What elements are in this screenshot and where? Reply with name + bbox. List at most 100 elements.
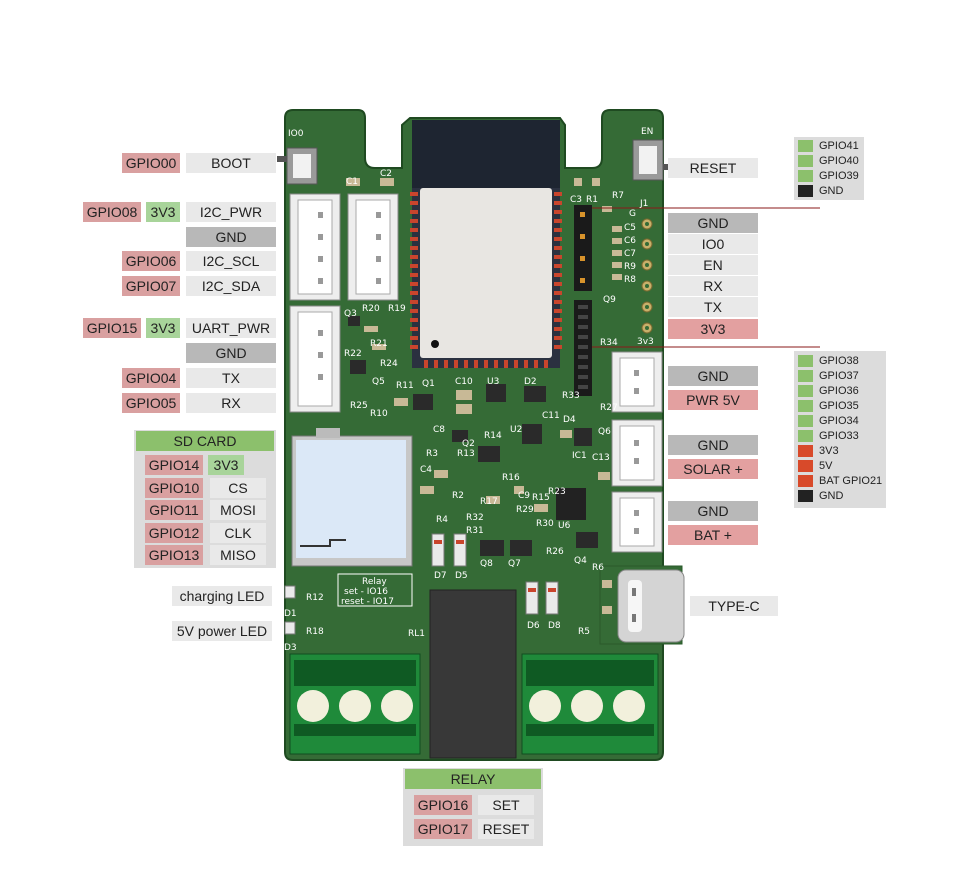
legend-text: 5V bbox=[819, 460, 833, 472]
legend-swatch bbox=[798, 490, 813, 502]
silk-j1: J1 bbox=[639, 199, 648, 209]
legend-text: 3V3 bbox=[819, 445, 839, 457]
silk-d6: D6 bbox=[527, 621, 540, 631]
silk-r19: R19 bbox=[388, 304, 406, 314]
legend-text: GPIO36 bbox=[819, 385, 859, 397]
silk-q5: Q5 bbox=[372, 377, 385, 387]
legend-text: GPIO41 bbox=[819, 140, 859, 152]
legend-text: GPIO33 bbox=[819, 430, 859, 442]
sd-row-gpio: GPIO10 bbox=[145, 478, 203, 498]
i2c-pwr-func-label: I2C_PWR bbox=[186, 202, 276, 222]
silk-r6: R6 bbox=[592, 563, 604, 573]
silk-c2: C2 bbox=[380, 169, 392, 179]
sd-card-title: SD CARD bbox=[136, 431, 274, 451]
power-led-label: 5V power LED bbox=[172, 621, 272, 641]
silk-r27: R27 bbox=[600, 403, 618, 413]
sd-row-func: MOSI bbox=[210, 500, 266, 520]
silk-r18: R18 bbox=[306, 627, 324, 637]
sd-row-gpio: GPIO13 bbox=[145, 545, 203, 565]
silk-q8: Q8 bbox=[480, 559, 493, 569]
i2c-scl-gpio-label: GPIO06 bbox=[122, 251, 180, 271]
uart-pwr-func-label: UART_PWR bbox=[186, 318, 276, 338]
sd-row-func: MISO bbox=[210, 545, 266, 565]
legend-swatch bbox=[798, 460, 813, 472]
solar-gnd-label: GND bbox=[668, 435, 758, 455]
sd-row-gpio: GPIO12 bbox=[145, 523, 203, 543]
i2c-pwr-3v3-label: 3V3 bbox=[146, 202, 180, 222]
uart-rx-gpio-label: GPIO05 bbox=[122, 393, 180, 413]
silk-r12: R12 bbox=[306, 593, 324, 603]
header-pin-tx: TX bbox=[668, 297, 758, 317]
silk-r34: R34 bbox=[600, 338, 618, 348]
sd-row-gpio: GPIO14 bbox=[145, 455, 203, 475]
silk-r20: R20 bbox=[362, 304, 380, 314]
legend-swatch bbox=[798, 155, 813, 167]
silk-c1: C1 bbox=[346, 177, 358, 187]
silk-r24: R24 bbox=[380, 359, 398, 369]
legend-text: GPIO34 bbox=[819, 415, 859, 427]
sd-row-gpio: GPIO11 bbox=[145, 500, 203, 520]
header-pin-rx: RX bbox=[668, 276, 758, 296]
legend-swatch bbox=[798, 170, 813, 182]
header-pin-en: EN bbox=[668, 255, 758, 275]
silk-c6: C6 bbox=[624, 236, 636, 246]
legend-text: GPIO40 bbox=[819, 155, 859, 167]
i2c-pwr-gpio-label: GPIO08 bbox=[83, 202, 141, 222]
silk-r22: R22 bbox=[344, 349, 362, 359]
silk-r23: R23 bbox=[548, 487, 566, 497]
charging-led-label: charging LED bbox=[172, 586, 272, 606]
bat-label: BAT + bbox=[668, 525, 758, 545]
silk-q2: Q2 bbox=[462, 439, 475, 449]
silk-c8: C8 bbox=[433, 425, 445, 435]
header-pin-gnd: GND bbox=[668, 213, 758, 233]
silk-r21: R21 bbox=[370, 339, 388, 349]
silk-d1: D1 bbox=[284, 609, 297, 619]
legend-swatch bbox=[798, 415, 813, 427]
silk-relay-note-2: set - IO16 bbox=[344, 587, 388, 597]
relay-row-func: SET bbox=[478, 795, 534, 815]
legend-swatch bbox=[798, 385, 813, 397]
silk-c11: C11 bbox=[542, 411, 560, 421]
solar-label: SOLAR + bbox=[668, 459, 758, 479]
silk-d8: D8 bbox=[548, 621, 561, 631]
header-pin-io0: IO0 bbox=[668, 234, 758, 254]
silk-r31: R31 bbox=[466, 526, 484, 536]
silk-r5: R5 bbox=[578, 627, 590, 637]
bat-gnd-label: GND bbox=[668, 501, 758, 521]
silk-q9: Q9 bbox=[603, 295, 616, 305]
silk-u2: U2 bbox=[510, 425, 522, 435]
silk-c4: C4 bbox=[420, 465, 432, 475]
i2c-sda-gpio-label: GPIO07 bbox=[122, 276, 180, 296]
silk-u6: U6 bbox=[558, 521, 571, 531]
pwr5v-gnd-label: GND bbox=[668, 366, 758, 386]
silk-c3: C3 bbox=[570, 195, 582, 205]
pwr5v-label: PWR 5V bbox=[668, 390, 758, 410]
silk-r13: R13 bbox=[457, 449, 475, 459]
typec-label: TYPE-C bbox=[690, 596, 778, 616]
uart-gnd-label: GND bbox=[186, 343, 276, 363]
silk-q7: Q7 bbox=[508, 559, 521, 569]
legend-swatch bbox=[798, 475, 813, 487]
silk-r2: R2 bbox=[452, 491, 464, 501]
relay-row-gpio: GPIO16 bbox=[414, 795, 472, 815]
silk-r3: R3 bbox=[426, 449, 438, 459]
silk-q3: Q3 bbox=[344, 309, 357, 319]
silk-q1: Q1 bbox=[422, 379, 435, 389]
legend-text: GPIO39 bbox=[819, 170, 859, 182]
silk-d3: D3 bbox=[284, 643, 297, 653]
silk-r32: R32 bbox=[466, 513, 484, 523]
legend-swatch bbox=[798, 430, 813, 442]
legend-text: BAT GPIO21 bbox=[819, 475, 883, 487]
relay-row-gpio: GPIO17 bbox=[414, 819, 472, 839]
silk-relay-note-1: Relay bbox=[362, 577, 387, 587]
legend-swatch bbox=[798, 400, 813, 412]
silk-r11: R11 bbox=[396, 381, 414, 391]
boot-gpio-label: GPIO00 bbox=[122, 153, 180, 173]
silk-d7: D7 bbox=[434, 571, 447, 581]
boot-func-label: BOOT bbox=[186, 153, 276, 173]
legend-text: GPIO37 bbox=[819, 370, 859, 382]
legend-text: GPIO35 bbox=[819, 400, 859, 412]
silk-u3: U3 bbox=[487, 377, 499, 387]
silk-r30: R30 bbox=[536, 519, 554, 529]
